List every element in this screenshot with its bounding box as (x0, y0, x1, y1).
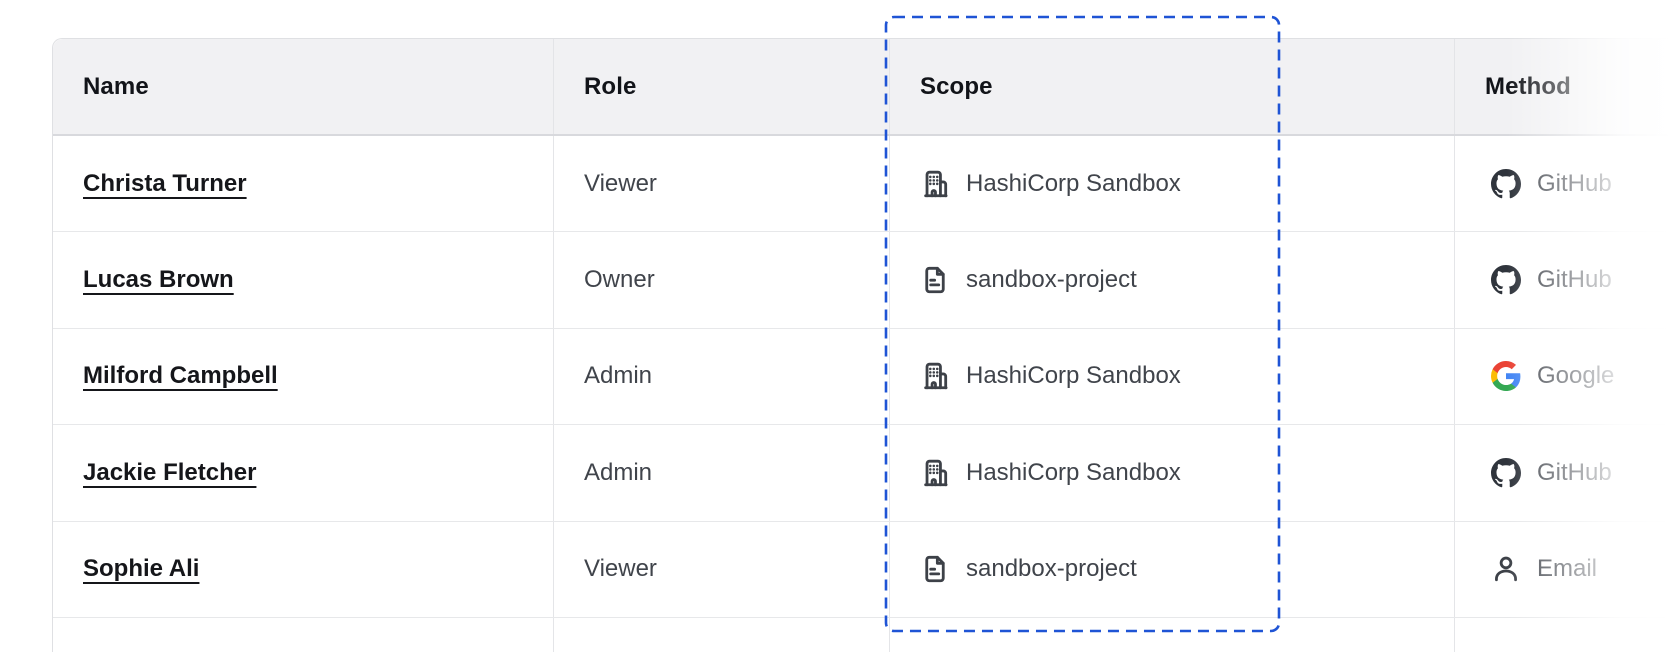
table-row: Jackie Fletcher Admin HashiCorp Sandbox … (53, 425, 1672, 522)
user-name-link[interactable]: Jackie Fletcher (83, 458, 257, 486)
name-cell (53, 617, 554, 652)
method-label: Email (1537, 555, 1598, 583)
role-label: Owner (584, 266, 655, 294)
user-name-link[interactable]: Christa Turner (83, 169, 247, 197)
role-label: Admin (584, 458, 653, 486)
scope-label: HashiCorp Sandbox (966, 458, 1181, 486)
scope-label: sandbox-project (966, 266, 1137, 294)
org-building-icon (920, 169, 950, 199)
org-building-icon (920, 361, 950, 391)
role-cell: Viewer (554, 521, 890, 617)
name-cell: Christa Turner (53, 136, 554, 232)
person-icon (1491, 554, 1521, 584)
scope-cell: HashiCorp Sandbox (890, 425, 1455, 521)
name-cell: Lucas Brown (53, 232, 554, 328)
scope-cell: HashiCorp Sandbox (890, 328, 1455, 425)
github-icon (1491, 457, 1521, 488)
role-label: Admin (584, 362, 653, 390)
github-icon (1491, 265, 1521, 295)
role-cell: Admin (554, 425, 890, 521)
github-icon (1491, 168, 1521, 199)
file-text-icon (920, 554, 950, 584)
user-name-link[interactable]: Lucas Brown (83, 266, 234, 294)
user-name-link[interactable]: Sophie Ali (83, 555, 200, 583)
method-label: Google (1537, 362, 1615, 390)
method-cell: Email (1455, 522, 1672, 617)
table-row: Christa Turner Viewer HashiCorp Sandbox … (53, 136, 1672, 233)
role-label: Viewer (584, 555, 657, 583)
method-cell: GitHub (1455, 425, 1672, 520)
method-cell (1455, 618, 1672, 652)
role-cell: Viewer (554, 136, 890, 232)
table-row: Milford Campbell Admin HashiCorp Sandbox… (53, 328, 1672, 426)
scope-cell: sandbox-project (890, 521, 1455, 617)
scope-label: HashiCorp Sandbox (966, 169, 1181, 197)
column-header-role: Role (554, 39, 890, 134)
role-cell: Owner (554, 232, 890, 328)
name-cell: Jackie Fletcher (53, 425, 554, 521)
column-header-scope: Scope (890, 39, 1455, 134)
google-icon (1491, 361, 1521, 392)
table-header-row: Name Role Scope Method (53, 39, 1672, 136)
method-cell: GitHub (1455, 232, 1672, 327)
scope-label: HashiCorp Sandbox (966, 362, 1181, 390)
file-text-icon (920, 265, 950, 295)
name-cell: Milford Campbell (53, 328, 554, 425)
users-table: Name Role Scope Method Christa Turner Vi… (52, 38, 1672, 652)
scope-label: sandbox-project (966, 555, 1137, 583)
method-label: GitHub (1537, 266, 1612, 294)
table-row: Sophie Ali Viewer sandbox-project Email (53, 521, 1672, 618)
user-name-link[interactable]: Milford Campbell (83, 362, 278, 390)
role-cell (554, 617, 890, 652)
role-label: Viewer (584, 169, 657, 197)
column-header-method: Method (1485, 72, 1571, 100)
role-cell: Admin (554, 328, 890, 425)
scope-cell (890, 617, 1455, 652)
table-row-partial (53, 617, 1672, 652)
table-row: Lucas Brown Owner sandbox-project GitHub (53, 232, 1672, 329)
name-cell: Sophie Ali (53, 521, 554, 617)
scope-cell: sandbox-project (890, 232, 1455, 328)
method-label: GitHub (1537, 458, 1612, 486)
method-label: GitHub (1537, 169, 1612, 197)
method-cell: Google (1455, 329, 1672, 424)
method-cell: GitHub (1455, 136, 1672, 231)
org-building-icon (920, 458, 950, 488)
scope-cell: HashiCorp Sandbox (890, 136, 1455, 232)
column-header-name: Name (53, 39, 554, 134)
